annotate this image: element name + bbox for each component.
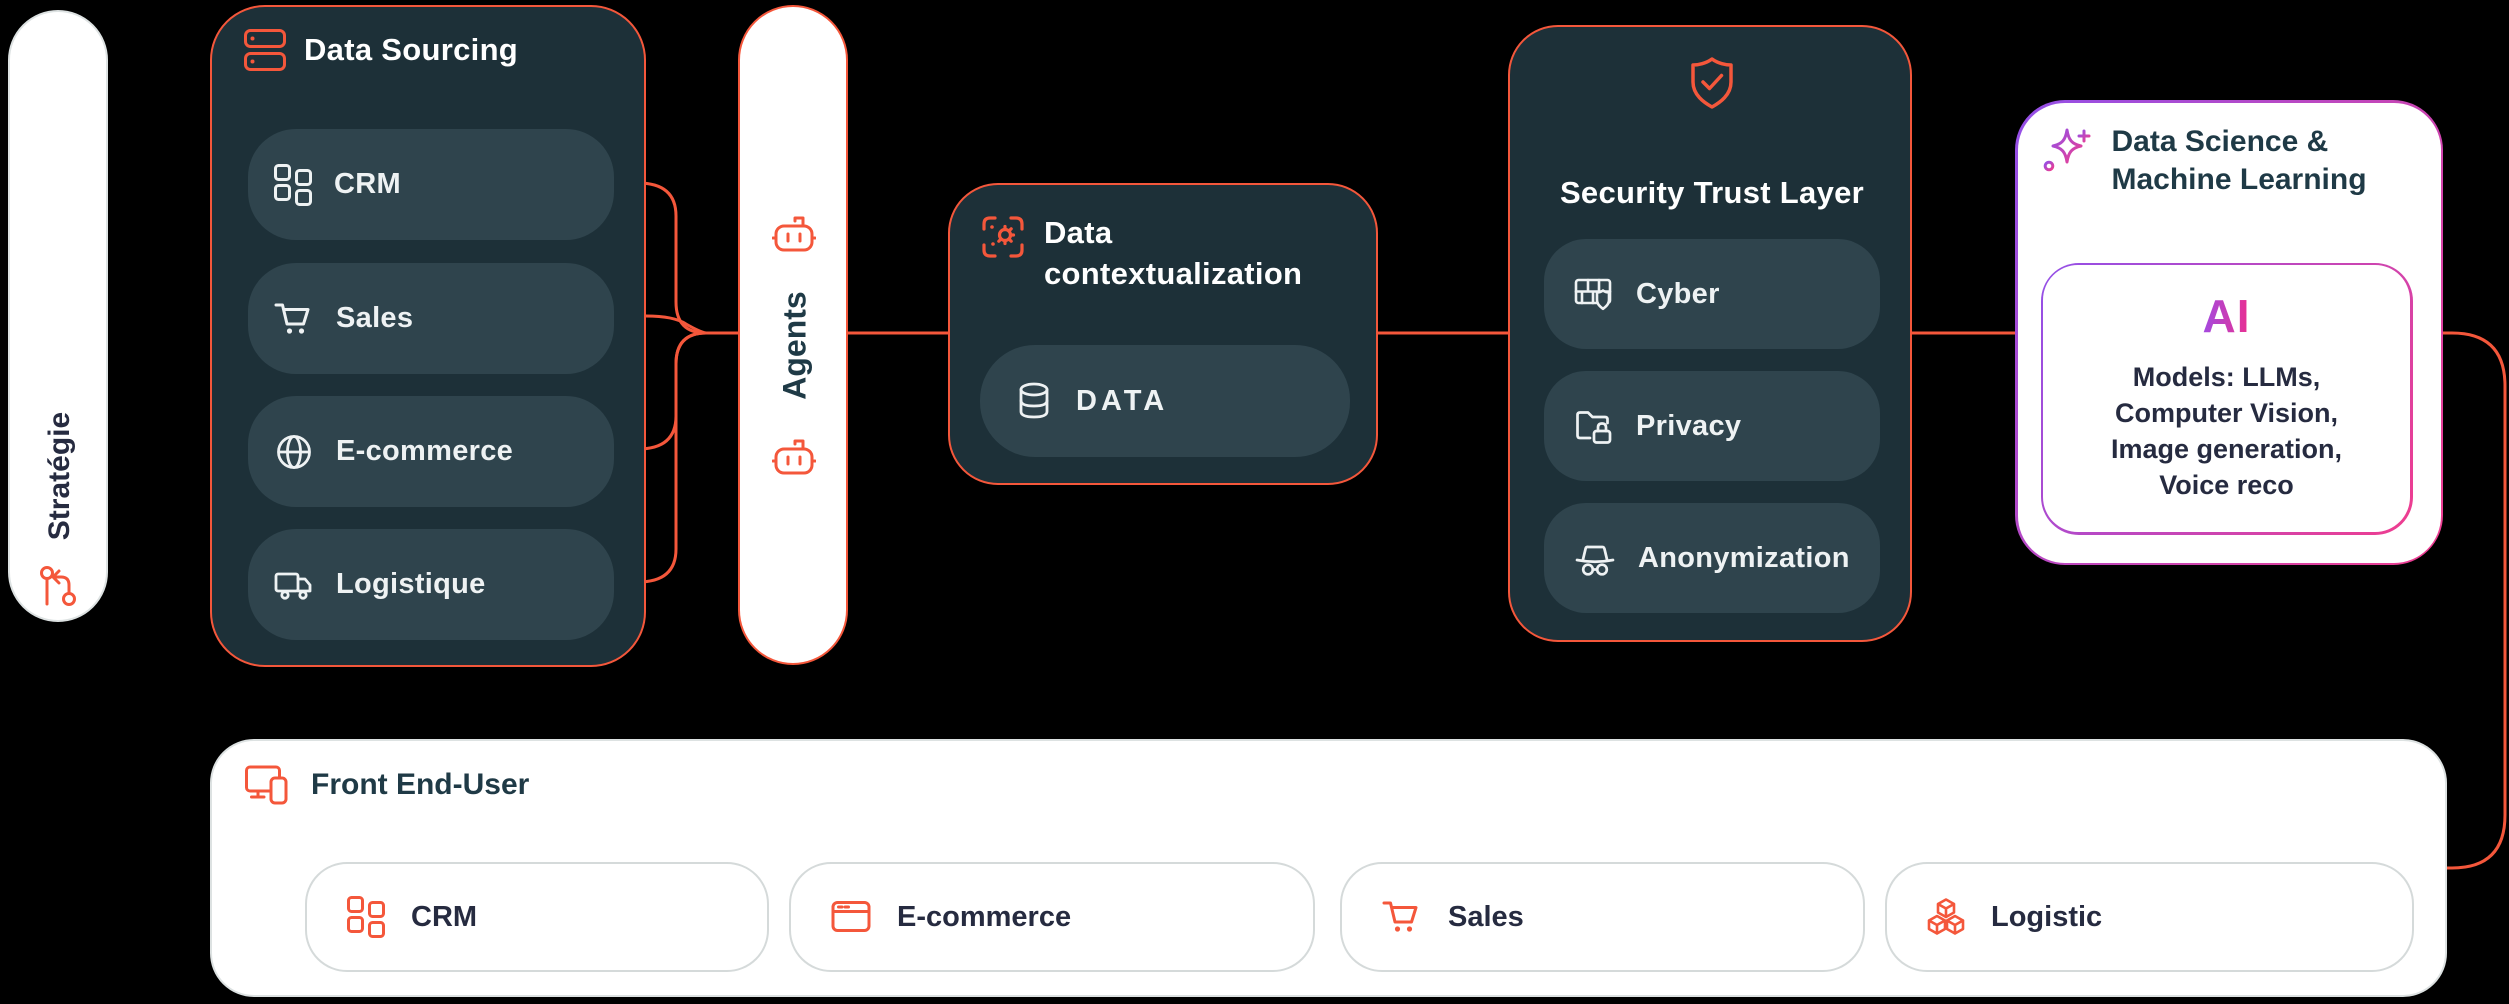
folder-lock-icon [1574, 407, 1614, 445]
agents-card: Agents [738, 5, 848, 665]
security-item-privacy: Privacy [1544, 371, 1880, 481]
security-item-label: Cyber [1636, 277, 1720, 310]
strategy-label: Stratégie [43, 411, 76, 541]
grid-icon [347, 896, 385, 938]
devices-icon [245, 763, 293, 807]
git-branch-icon [36, 564, 80, 608]
source-item-sales: Sales [248, 263, 614, 374]
cubes-icon [1927, 898, 1965, 936]
data-item: DATA [980, 345, 1350, 457]
server-icon [244, 29, 286, 71]
front-item-label: Logistic [1991, 900, 2103, 933]
ai-sparkle-icon [2040, 125, 2094, 177]
front-item-label: E-commerce [897, 900, 1072, 933]
source-item-label: Sales [336, 302, 414, 334]
security-item-label: Anonymization [1638, 541, 1850, 574]
firewall-shield-icon [1574, 275, 1614, 313]
ai-label: AI [2202, 290, 2251, 342]
front-item-ecommerce: E-commerce [789, 862, 1315, 972]
security-item-label: Privacy [1636, 409, 1742, 442]
truck-icon [274, 567, 314, 603]
source-item-ecommerce: E-commerce [248, 396, 614, 507]
agents-label: Agents [776, 291, 813, 400]
front-item-label: Sales [1448, 900, 1524, 933]
strategy-bar: Stratégie [8, 10, 108, 622]
robot-icon [772, 437, 816, 477]
data-contextualization-card: Data contextualization DATA [948, 183, 1378, 485]
data-sourcing-title: Data Sourcing [304, 32, 519, 67]
security-item-anonymization: Anonymization [1544, 503, 1880, 613]
cart-icon [274, 300, 314, 338]
source-item-logistique: Logistique [248, 529, 614, 640]
front-item-label: CRM [411, 900, 478, 933]
front-end-title: Front End-User [311, 768, 530, 801]
browser-icon [831, 898, 871, 936]
front-item-logistic: Logistic [1885, 862, 2414, 972]
data-science-title: Data Science & Machine Learning [2111, 124, 2367, 196]
front-end-bar: Front End-User CRM E-commerce [210, 739, 2447, 997]
front-item-crm: CRM [305, 862, 769, 972]
source-item-label: Logistique [336, 568, 486, 600]
cart-icon [1382, 898, 1422, 936]
security-item-cyber: Cyber [1544, 239, 1880, 349]
robot-icon [772, 214, 816, 254]
source-item-label: E-commerce [336, 435, 514, 467]
database-icon [1014, 381, 1054, 421]
grid-icon [274, 163, 312, 206]
source-item-crm: CRM [248, 129, 614, 240]
ai-box: AI Models: LLMs, Computer Vision, Image … [2040, 262, 2413, 535]
shield-check-icon [1684, 55, 1740, 111]
ai-models-text: Models: LLMs, Computer Vision, Image gen… [2110, 362, 2343, 500]
source-item-label: CRM [334, 168, 401, 200]
data-sourcing-card: Data Sourcing CRM Sales [210, 5, 646, 667]
front-item-sales: Sales [1340, 862, 1865, 972]
process-gear-icon [980, 214, 1026, 260]
data-science-card: Data Science & Machine Learning AI Model… [2015, 100, 2443, 565]
globe-icon [274, 432, 314, 472]
data-contextualization-title: Data contextualization [1044, 215, 1303, 291]
incognito-icon [1574, 539, 1616, 577]
security-title: Security Trust Layer [1559, 175, 1865, 210]
data-item-label: DATA [1076, 384, 1169, 417]
security-card: Security Trust Layer Cyber Privacy [1508, 25, 1912, 642]
